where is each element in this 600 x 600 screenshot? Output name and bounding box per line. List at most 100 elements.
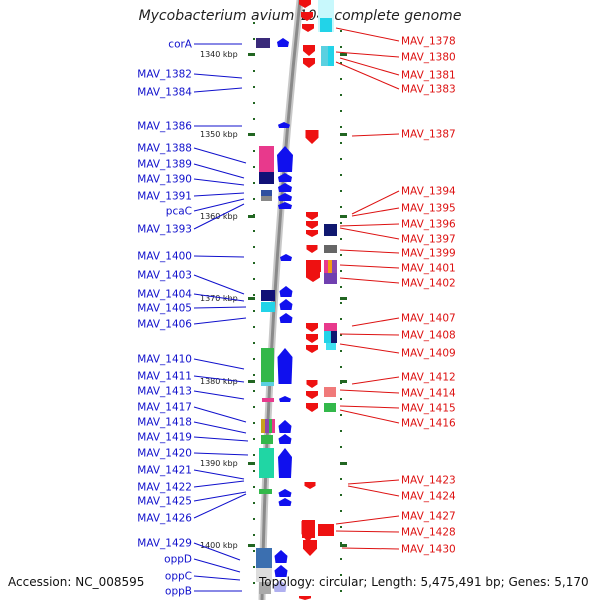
forward-gene-arrow [278,489,292,497]
right-track-dot [340,158,342,160]
scale-tick-label: 1390 kbp [200,459,238,468]
leader-line [339,57,400,76]
scale-tick-mark [340,462,347,465]
reverse-gene-arrow [303,45,315,56]
forward-gene-arrow [274,550,288,563]
forward-gene-arrow [278,202,292,209]
reverse-gene-arrow [304,482,316,489]
right-gene-label: MAV_1408 [401,330,456,342]
left-gene-label: MAV_1388 [137,143,192,155]
forward-gene-arrow [278,498,292,506]
reverse-gene-arrow [305,130,319,144]
leader-line [339,389,400,394]
leader-line [193,480,245,488]
scale-tick-mark [340,133,347,136]
right-track-dot [340,446,342,448]
left-track-dot [253,70,255,72]
scale-tick-label: 1350 kbp [200,130,238,139]
gene-box [261,196,272,201]
scale-tick-label: 1400 kbp [200,541,238,550]
left-track-dot [253,390,255,392]
left-track-dot [253,566,255,568]
leader-line [351,190,400,215]
left-gene-label: MAV_1425 [137,496,192,508]
right-track-dot [340,478,342,480]
left-gene-label: MAV_1420 [137,448,192,460]
left-gene-label: oppC [165,571,192,583]
gene-box [259,489,272,494]
leader-line [351,317,400,327]
left-track-dot [253,150,255,152]
forward-gene-arrow [273,580,287,592]
leader-line [351,207,400,217]
gene-box [324,273,337,284]
right-gene-label: MAV_1381 [401,70,456,82]
reverse-gene-arrow [301,521,315,543]
reverse-gene-arrow [306,334,318,343]
scale-tick-mark [248,380,255,383]
right-track-dot [340,334,342,336]
forward-gene-arrow [277,348,293,384]
reverse-gene-arrow [306,403,318,412]
forward-gene-arrow [279,396,291,402]
gene-box [261,302,275,312]
right-gene-label: MAV_1409 [401,348,456,360]
left-gene-label: oppD [164,554,192,566]
forward-gene-arrow [278,183,292,192]
leader-line [193,558,241,573]
right-gene-label: MAV_1378 [401,36,456,48]
forward-gene-arrow [277,146,293,172]
forward-gene-arrow [279,299,293,310]
leader-line [335,51,400,58]
left-gene-label: MAV_1400 [137,251,192,263]
left-track-dot [253,438,255,440]
right-gene-label: MAV_1387 [401,129,456,141]
reverse-gene-arrow [306,391,318,399]
scale-tick-mark [248,544,255,547]
forward-gene-arrow [278,448,292,478]
right-track-dot [340,110,342,112]
left-track-dot [253,518,255,520]
left-track-dot [253,230,255,232]
gene-box [332,260,337,273]
leader-line [193,469,245,480]
forward-gene-arrow [279,313,293,323]
gene-box [261,419,265,433]
left-gene-label: MAV_1389 [137,159,192,171]
leader-line [339,249,400,254]
left-track-dot [253,406,255,408]
right-gene-label: MAV_1397 [401,234,456,246]
gene-box [324,245,337,253]
left-gene-label: pcaC [166,206,192,218]
gene-box [324,403,336,412]
gene-features [256,0,337,600]
forward-gene-arrow [277,38,289,47]
leader-line [193,306,247,309]
scale-tick-mark [340,380,347,383]
left-track-dot [253,278,255,280]
accession-text: Accession: NC_008595 [8,575,145,589]
gene-box [259,172,274,184]
left-gene-label: MAV_1426 [137,513,192,525]
scale-tick-mark [248,215,255,218]
gene-box [256,568,272,582]
gene-box [324,260,328,273]
gene-box [324,387,336,397]
reverse-gene-arrow [306,323,318,332]
gene-box [265,419,269,433]
right-track-dot [340,126,342,128]
leader-line [339,264,400,269]
reverse-gene-arrow [302,24,314,32]
left-track-dot [253,294,255,296]
right-track-dot [340,78,342,80]
forward-gene-arrow [274,565,288,577]
gene-box [321,46,328,66]
right-gene-label: MAV_1428 [401,527,456,539]
gene-box [318,524,334,536]
leader-line [193,542,241,561]
gene-box [259,448,274,478]
left-gene-label: MAV_1391 [137,191,192,203]
gene-box [324,323,337,331]
leader-line [193,358,245,370]
forward-gene-arrow [278,173,292,182]
